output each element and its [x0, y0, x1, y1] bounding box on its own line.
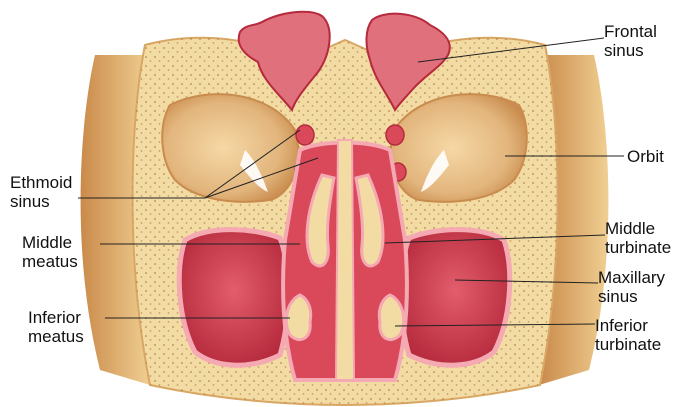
label-inferior-turbinate: Inferior turbinate	[595, 316, 661, 354]
label-frontal-sinus: Frontal sinus	[604, 22, 657, 60]
label-maxillary-sinus: Maxillary sinus	[598, 268, 665, 306]
label-middle-turbinate: Middle turbinate	[605, 219, 671, 257]
label-ethmoid-sinus: Ethmoid sinus	[10, 173, 72, 211]
nasal-cavity	[283, 140, 407, 380]
label-orbit: Orbit	[627, 147, 664, 166]
label-middle-meatus: Middle meatus	[22, 233, 78, 271]
label-inferior-meatus: Inferior meatus	[28, 308, 84, 346]
